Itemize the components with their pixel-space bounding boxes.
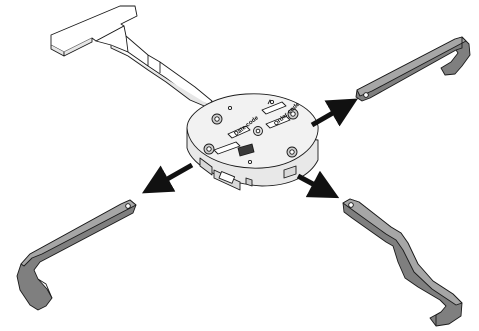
arrow-to-lower-right — [296, 170, 340, 199]
hub: Date code Order code — [186, 93, 319, 191]
arm-upper-right — [355, 36, 471, 102]
screw-icon — [203, 143, 215, 155]
handle — [50, 5, 213, 109]
screw-icon — [286, 146, 298, 158]
arrow-to-lower-left — [141, 162, 194, 194]
screw-icon — [211, 113, 223, 125]
screw-icon — [287, 108, 299, 120]
arm-lower-right — [342, 198, 463, 327]
arrow-to-upper-right — [310, 98, 358, 128]
arm-lower-left — [16, 199, 137, 311]
